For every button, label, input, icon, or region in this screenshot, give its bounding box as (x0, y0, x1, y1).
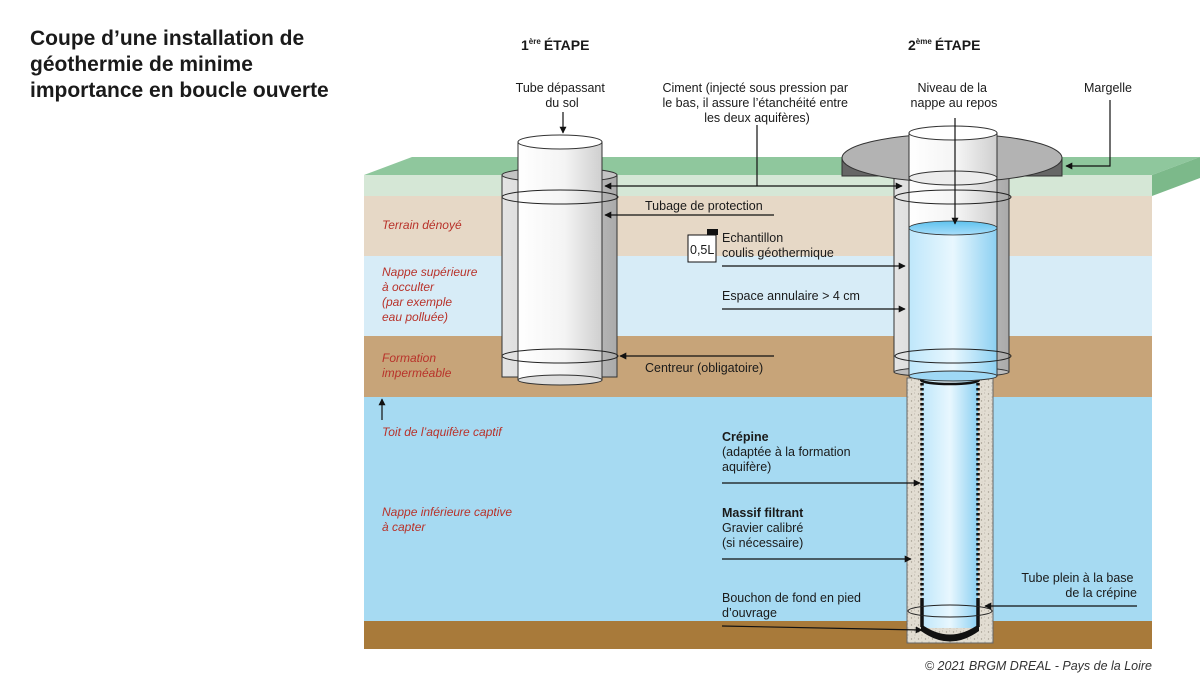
step2-tube-below-slab (908, 170, 998, 186)
arrow-bouchon (721, 625, 923, 634)
step2-water-bottom (908, 370, 998, 382)
label-tube-plein: Tube plein à la base de la crépine (1021, 571, 1137, 600)
label-echantillon: Echantillon coulis géothermique (722, 231, 834, 260)
step1-centreur-lower (501, 348, 619, 364)
step2-centreur-upper (894, 189, 1012, 205)
step1-well (501, 134, 619, 386)
step2-well (841, 125, 1063, 644)
step1-tube-top (517, 134, 603, 150)
figure-title: Coupe d’une installation de géothermie d… (30, 27, 329, 102)
label-bouchon: Bouchon de fond en pied d’ouvrage (722, 591, 865, 620)
label-niveau: Niveau de la nappe au repos (911, 81, 998, 110)
bottle-volume-label: 0,5L (690, 243, 714, 257)
label-crepine: Crépine (adaptée à la formation aquifère… (722, 430, 854, 474)
bottom-plug (921, 624, 979, 642)
layer-label-nappe-inferieure: Nappe inférieure captive à capter (382, 505, 515, 534)
step1-tube-bottom (517, 374, 603, 386)
layer-bottom-substrate (364, 621, 1152, 649)
label-massif: Massif filtrant Gravier calibré (si néce… (722, 506, 807, 550)
step1-tube (517, 141, 603, 381)
annotation-arrows (378, 100, 1137, 634)
ground-surface-right-edge (1152, 157, 1200, 196)
label-tubage: Tubage de protection (645, 199, 763, 213)
step2-centreur-bottom (907, 604, 993, 618)
layer-label-toit: Toit de l’aquifère captif (382, 425, 503, 439)
layer-label-nappe-superieure: Nappe supérieure à occulter (par exemple… (382, 265, 481, 324)
layer-label-formation: Formation imperméable (382, 351, 452, 380)
screen-water-column (922, 378, 978, 628)
copyright: © 2021 BRGM DREAL - Pays de la Loire (925, 659, 1152, 673)
arrow-margelle (1065, 100, 1111, 170)
water-rest-level (908, 220, 998, 236)
step2-centreur-lower (894, 348, 1012, 364)
layer-nappe-inferieure (364, 397, 1152, 621)
layer-label-terrain-denoye: Terrain dénoyé (382, 218, 462, 232)
label-centreur: Centreur (obligatoire) (645, 361, 763, 375)
label-ciment: Ciment (injecté sous pression par le bas… (662, 81, 851, 125)
layer-terrain-denoye (364, 196, 1152, 256)
layer-formation-impermeable (364, 336, 1152, 397)
label-tube-depassant: Tube dépassant du sol (516, 81, 609, 110)
sample-bottle-icon: 0,5L (687, 229, 718, 263)
step1-centreur-upper (501, 189, 619, 205)
label-espace: Espace annulaire > 4 cm (722, 289, 860, 303)
step2-tube-top-rim (908, 125, 998, 141)
layer-nappe-superieure (364, 256, 1152, 336)
step2-water-column (908, 227, 998, 377)
label-margelle: Margelle (1084, 81, 1132, 95)
